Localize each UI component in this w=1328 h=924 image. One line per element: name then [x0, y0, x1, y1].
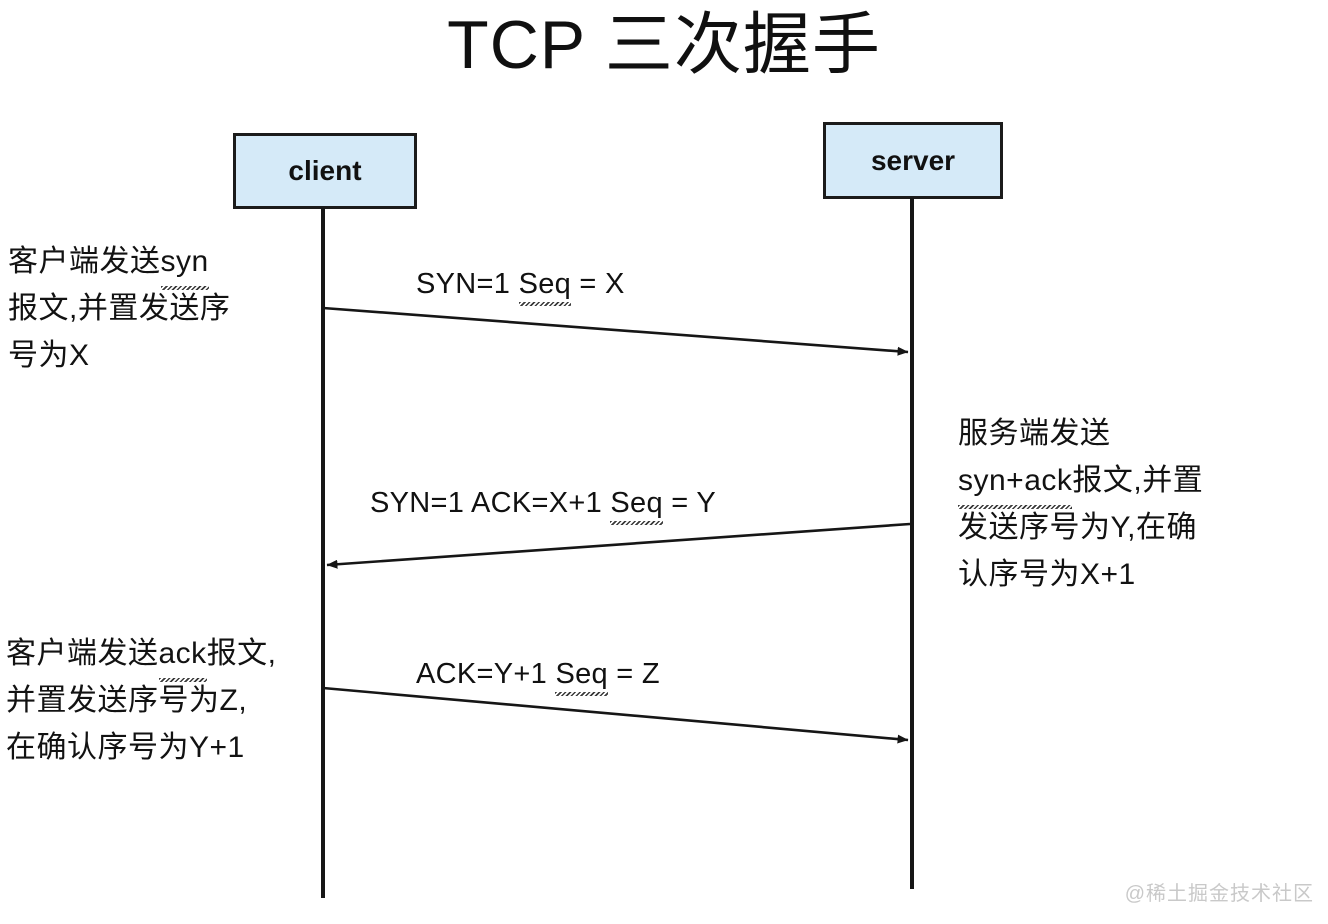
- participant-box-server: server: [823, 122, 1003, 199]
- annotation-text: 报文,并置: [1072, 464, 1204, 497]
- lifeline-client: [321, 208, 325, 898]
- annotation-text: 客户端发送: [6, 637, 159, 670]
- annotation-server-synack: 服务端发送 syn+ack报文,并置 发送序号为Y,在确 认序号为X+1: [958, 410, 1278, 598]
- message-label-1-suffix: = X: [571, 268, 625, 300]
- message-arrow-3: [322, 686, 909, 744]
- annotation-misspelled: ack: [158, 630, 207, 682]
- message-label-2-suffix: = Y: [662, 487, 716, 519]
- annotation-text: 客户端发送: [8, 245, 161, 278]
- annotation-line: 服务端发送: [958, 417, 1111, 450]
- message-label-3-prefix: ACK=Y+1: [416, 658, 556, 690]
- annotation-text: 报文,: [206, 637, 277, 670]
- annotation-line: 客户端发送ack报文,: [6, 630, 336, 682]
- annotation-line: 在确认序号为Y+1: [6, 731, 245, 764]
- message-label-3-misspelled: Seq: [555, 658, 608, 696]
- participant-label-server: server: [870, 144, 956, 176]
- annotation-line: 并置发送序号为Z,: [6, 684, 248, 717]
- message-label-1-prefix: SYN=1: [416, 268, 519, 300]
- annotation-misspelled: syn: [160, 238, 209, 290]
- message-label-3-suffix: = Z: [607, 658, 660, 690]
- annotation-line: syn+ack报文,并置: [958, 457, 1278, 509]
- message-arrow-1: [322, 306, 909, 356]
- participant-box-client: client: [233, 133, 417, 209]
- message-label-1-misspelled: Seq: [518, 268, 572, 306]
- annotation-line: 号为X: [8, 339, 90, 372]
- annotation-line: 认序号为X+1: [958, 558, 1136, 591]
- message-label-2: SYN=1 ACK=X+1 Seq = Y: [370, 487, 716, 525]
- annotation-line: 发送序号为Y,在确: [958, 511, 1197, 544]
- lifeline-server: [910, 198, 914, 889]
- annotation-client-ack: 客户端发送ack报文, 并置发送序号为Z, 在确认序号为Y+1: [6, 630, 336, 771]
- message-label-1: SYN=1 Seq = X: [416, 268, 625, 306]
- message-label-2-misspelled: Seq: [610, 487, 663, 525]
- watermark: @稀土掘金技术社区: [1124, 883, 1314, 905]
- annotation-client-syn: 客户端发送syn 报文,并置发送序 号为X: [8, 238, 308, 379]
- page-title: TCP 三次握手: [447, 7, 881, 83]
- message-label-3: ACK=Y+1 Seq = Z: [416, 658, 660, 696]
- message-label-2-prefix: SYN=1 ACK=X+1: [370, 487, 611, 519]
- annotation-misspelled: syn+ack: [958, 457, 1073, 509]
- annotation-line: 客户端发送syn: [8, 238, 308, 290]
- message-arrow-2: [326, 522, 911, 569]
- participant-label-client: client: [288, 155, 362, 186]
- annotation-line: 报文,并置发送序: [8, 292, 231, 325]
